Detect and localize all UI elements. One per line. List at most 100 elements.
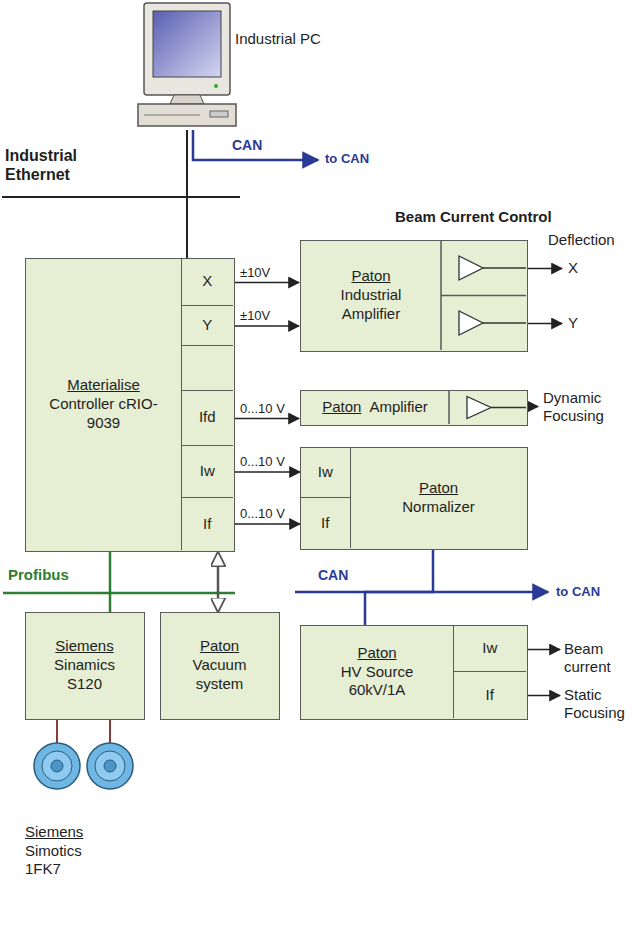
output-arrow <box>528 323 562 325</box>
bus-label: CAN <box>232 137 262 154</box>
node-label: If <box>203 515 211 534</box>
port-cell: Y <box>181 306 233 346</box>
voltage-label: 0...10 V <box>238 506 287 522</box>
node-label: Controller cRIO-9039 <box>41 395 166 433</box>
connector <box>233 418 299 420</box>
node-label: Sinamics S120 <box>37 656 132 694</box>
connector <box>217 553 220 611</box>
signal-label: Static Focusing <box>564 686 630 722</box>
node-label: If <box>486 686 494 705</box>
connector <box>233 282 299 284</box>
node-label: Simotics 1FK7 <box>25 842 115 880</box>
text-group: PatonNormalizer <box>351 448 526 548</box>
connector <box>233 523 300 525</box>
signal-label: Dynamic Focusing <box>543 389 629 425</box>
channel-cell: If <box>301 498 351 548</box>
voltage-label: ±10V <box>238 265 272 281</box>
node-label: Iw <box>318 463 333 482</box>
profibus-bus <box>3 592 235 595</box>
output-arrow <box>528 406 538 408</box>
node-label: Industrial PC <box>235 30 321 49</box>
maker-name: Paton <box>322 398 361 417</box>
bus-label: to CAN <box>556 584 600 600</box>
text-group: Paton Amplifier <box>301 391 449 424</box>
node-label: If <box>321 514 329 533</box>
connector <box>109 720 111 743</box>
node-label: Y <box>202 316 212 335</box>
text-group: Iw <box>182 446 233 497</box>
node-label: Vacuum system <box>172 656 267 694</box>
vacuum-box: PatonVacuum system <box>160 612 280 720</box>
section-title: Beam Current Control <box>395 208 552 226</box>
channel-cell: If <box>453 672 526 718</box>
output-arrow <box>528 268 562 270</box>
normalizer-box: PatonNormalizer IwIf <box>300 447 528 550</box>
text-group: MaterialiseController cRIO-9039 <box>26 259 181 550</box>
maker-name: Siemens <box>25 823 83 842</box>
drive-box: SiemensSinamics S120 <box>25 612 145 720</box>
signal-label: X <box>568 259 578 277</box>
node-label: Amplifier <box>369 398 427 417</box>
text-group: Y <box>182 306 233 345</box>
voltage-label: 0...10 V <box>238 401 287 417</box>
port-cell: If <box>181 498 233 550</box>
node-label: Industrial Amplifier <box>311 286 431 324</box>
channel-cell: Iw <box>453 626 526 672</box>
text-group: SiemensSinamics S120 <box>26 613 143 718</box>
maker-name: Siemens <box>55 637 113 656</box>
amplifier-box: PatonIndustrial Amplifier <box>300 240 528 352</box>
computer-icon <box>130 0 260 130</box>
connector <box>233 325 299 327</box>
maker-name: Paton <box>357 644 396 663</box>
node-label: HV Source 60kV/1A <box>322 663 432 701</box>
maker-name: Paton <box>200 637 239 656</box>
node-label: Ifd <box>199 408 216 427</box>
hv-source-box: PatonHV Source 60kV/1A IwIf <box>300 625 528 720</box>
node-label: Iw <box>200 462 215 481</box>
text-group: If <box>301 498 350 548</box>
output-arrow <box>528 649 560 651</box>
connector <box>186 130 188 258</box>
node-label: Normalizer <box>402 498 475 517</box>
voltage-label: 0...10 V <box>238 454 287 470</box>
port-cell: X <box>181 259 233 306</box>
text-group: Iw <box>301 448 350 497</box>
text-group: SiemensSimotics 1FK7 <box>25 796 155 906</box>
text-group: PatonIndustrial Amplifier <box>301 241 441 350</box>
bus-label: CAN <box>318 567 348 584</box>
text-group: Iw <box>454 626 526 671</box>
signal-label: Beam current <box>564 640 630 676</box>
output-arrow <box>528 695 560 697</box>
connector <box>233 471 300 473</box>
controller-box: MaterialiseController cRIO-9039 X Y IfdIwIf <box>25 258 235 552</box>
maker-name: Paton <box>419 479 458 498</box>
bus-label: Industrial Ethernet <box>5 146 117 184</box>
text-group: PatonVacuum system <box>161 613 278 718</box>
servo-motors: SiemensSimotics 1FK7 <box>25 740 155 940</box>
connector <box>109 552 112 612</box>
text-group: X <box>182 259 233 305</box>
voltage-label: ±10V <box>238 308 272 324</box>
connector <box>56 720 58 743</box>
signal-label: Y <box>568 314 578 332</box>
maker-name: Materialise <box>67 376 140 395</box>
industrial-pc: Industrial PC <box>130 0 340 130</box>
amplifier-symbol <box>301 241 526 350</box>
signal-label: Deflection <box>548 231 615 249</box>
ethernet-bus <box>2 196 240 198</box>
text-group: If <box>454 672 526 718</box>
port-cell-blank <box>181 346 233 391</box>
port-cell: Iw <box>181 446 233 498</box>
channel-cell: Iw <box>301 448 351 498</box>
text-group: PatonHV Source 60kV/1A <box>301 626 453 718</box>
amplifier-box: Paton Amplifier <box>300 390 528 426</box>
node-label: X <box>202 272 212 291</box>
text-group: Ifd <box>182 391 233 445</box>
port-cell: Ifd <box>181 391 233 446</box>
bus-label: to CAN <box>325 151 369 167</box>
can-line <box>193 130 318 160</box>
node-label: Iw <box>482 639 497 658</box>
maker-name: Paton <box>351 267 390 286</box>
text-group: Industrial PC <box>235 22 340 56</box>
bus-label: Profibus <box>8 566 69 584</box>
